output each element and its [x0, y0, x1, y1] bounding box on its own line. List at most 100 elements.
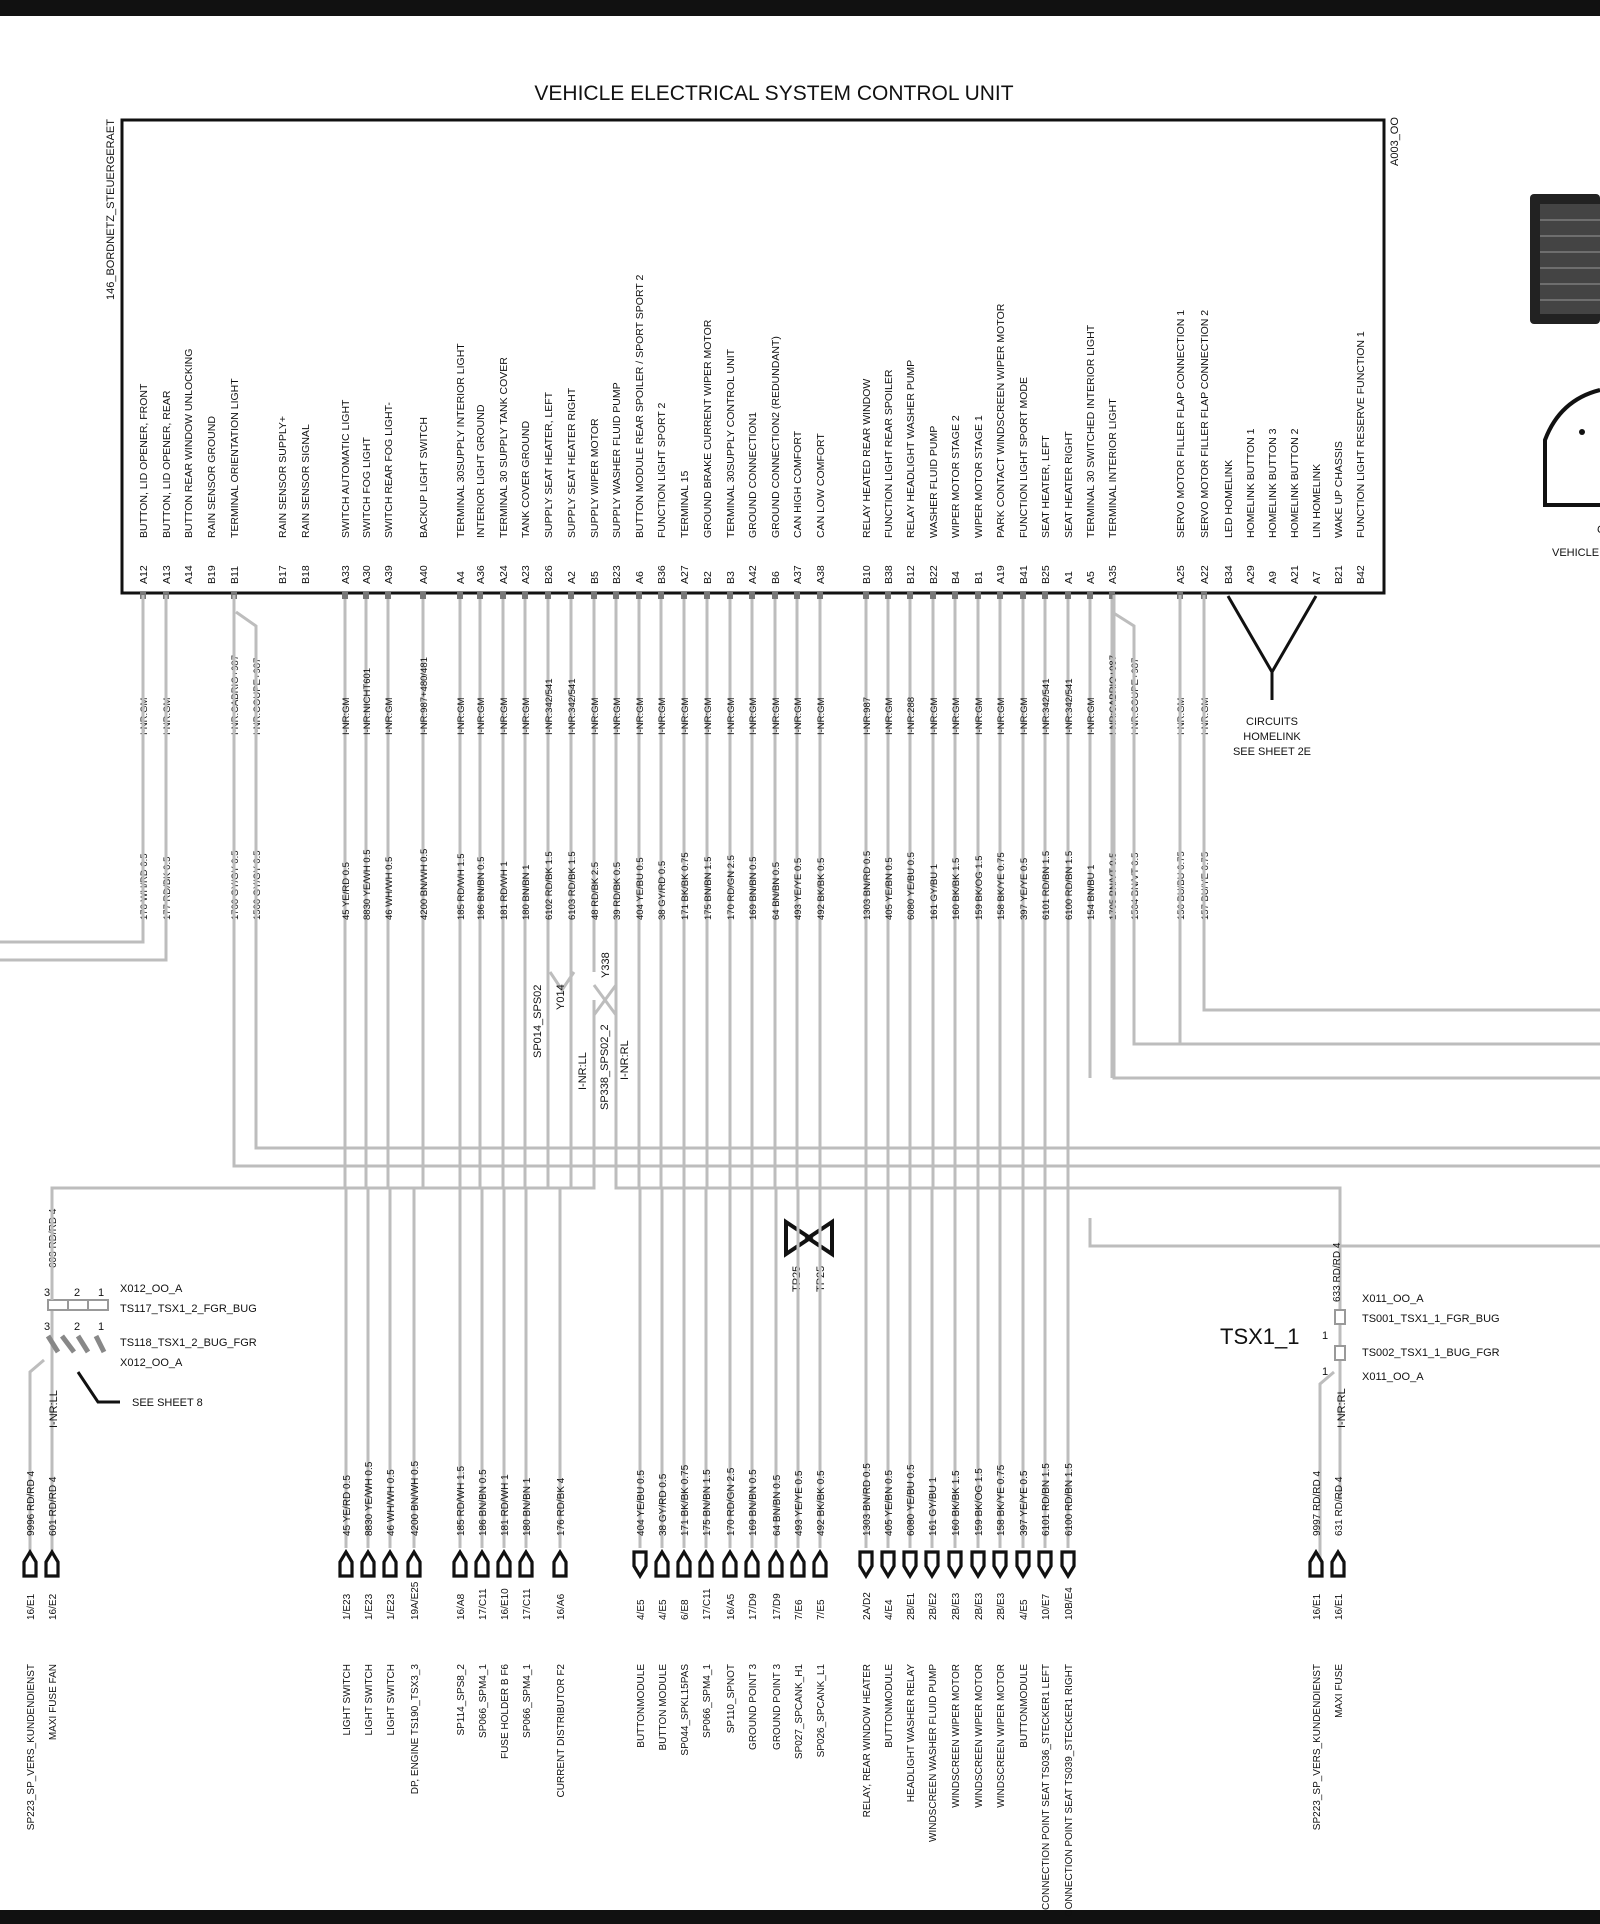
wire-nr-label: I-NR:GM	[476, 697, 487, 735]
terminal-wire-label: 45 YE/RD 0.5	[342, 1475, 353, 1536]
terminal-symbol	[496, 1548, 512, 1578]
terminal-symbol	[360, 1548, 376, 1578]
terminal-wire-label: 46 WH/WH 0.5	[386, 1469, 397, 1536]
terminal-symbol	[452, 1548, 468, 1578]
pin-id-label: A12	[138, 565, 150, 584]
terminal-wire-label: 171 BK/BK 0.75	[680, 1464, 691, 1536]
terminal-coordinate: 17/D9	[772, 1593, 783, 1620]
pin-id-label: B41	[1018, 565, 1030, 584]
terminal-coordinate: 10/E7	[1041, 1593, 1052, 1620]
pin-function-label: SEAT HEATER RIGHT	[1063, 431, 1075, 538]
pin-function-label: RELAY HEATED REAR WINDOW	[861, 379, 873, 538]
pin-function-label: SUPPLY WIPER MOTOR	[589, 418, 601, 538]
terminal-destination: CONNECTION POINT SEAT TS039_STECKER1 RIG…	[1064, 1664, 1075, 1917]
pin-function-label: TANK COVER GROUND	[520, 421, 532, 538]
terminal-wire-label: 9997 RD/RD 4	[1312, 1471, 1323, 1536]
wire-nr-label: I-NR:GM	[771, 697, 782, 735]
terminal-symbol	[1330, 1548, 1346, 1578]
wire-code-label: 6103 RD/BK 1.5	[567, 851, 578, 920]
splice-sp014-code: Y014	[555, 984, 567, 1010]
pin-id-label: B3	[725, 571, 737, 584]
terminal-destination: SP066_SPM4_1	[702, 1664, 713, 1738]
terminal-symbol	[924, 1550, 940, 1580]
pin-id-label: B2	[702, 571, 714, 584]
wire-nr-label: I-NR:GM	[929, 697, 940, 735]
right-connector-label-2: TS001_TSX1_1_FGR_BUG	[1362, 1313, 1500, 1325]
terminal-destination: WINDSCREEN WIPER MOTOR	[974, 1664, 985, 1808]
terminal-destination: CURRENT DISTRIBUTOR F2	[556, 1664, 567, 1798]
pin-id-label: B12	[905, 565, 917, 584]
terminal-wire-label: 64 BN/BN 0.5	[772, 1474, 783, 1536]
terminal-destination: CONNECTION POINT SEAT TS036_STECKER1 LEF…	[1041, 1664, 1052, 1910]
pin-function-label: RAIN SENSOR GROUND	[206, 416, 218, 538]
terminal-coordinate: 16/A5	[726, 1593, 737, 1620]
wire-nr-label: I-NR:987+480/481	[419, 657, 430, 735]
terminal-wire-label: 6100 RD/BN 1.5	[1064, 1463, 1075, 1536]
terminal-destination: SP044_SPKL15PAS	[680, 1664, 691, 1756]
splice-area: SP014_SPS02 Y014 I-NR:LL Y338 SP338_SPS0…	[532, 952, 631, 1110]
wire-nr-label: I-NR:GM	[456, 697, 467, 735]
pin-id-label: A40	[418, 565, 430, 584]
wire-nr-label: I-NR:GM	[748, 697, 759, 735]
pin-id-label: A22	[1199, 565, 1211, 584]
unit-id-label: 146_BORDNETZ_STEUERGERAET	[105, 119, 117, 300]
pin-function-label: GROUND CONNECTION2 (REDUNDANT)	[770, 336, 782, 538]
left-pin-3-top: 3	[44, 1287, 50, 1299]
wire-nr-label: I-NR:GM	[1086, 697, 1097, 735]
terminal-wire-label: 169 BN/BN 0.5	[748, 1469, 759, 1536]
pin-function-label: SERVO MOTOR FILLER FLAP CONNECTION 2	[1199, 310, 1211, 538]
pin-id-label: B23	[611, 565, 623, 584]
pin-id-label: A21	[1289, 565, 1301, 584]
wire-code-label: 6102 RD/BK 1.5	[544, 851, 555, 920]
pin-id-label: B21	[1333, 565, 1345, 584]
pin-function-label: SUPPLY SEAT HEATER RIGHT	[566, 387, 578, 538]
tp-marker: TP25 TP25	[784, 1218, 834, 1292]
pin-function-label: FUNCTION LIGHT SPORT 2	[656, 402, 668, 538]
pin-function-label: BUTTON, LID OPENER, REAR	[161, 390, 173, 538]
terminal-wire-label: 181 RD/WH 1	[500, 1474, 511, 1536]
terminal-wire-label: 493 YE/YE 0.5	[794, 1470, 805, 1536]
terminal-symbol	[812, 1548, 828, 1578]
pin-function-label: RAIN SENSOR SUPPLY+	[277, 416, 289, 538]
pin-id-label: A4	[455, 571, 467, 584]
wire-code-label: 8830 YE/WH 0.5	[362, 849, 373, 920]
left-connector-label-3: TS118_TSX1_2_BUG_FGR	[120, 1337, 257, 1349]
wire-nr-label: I-NR:342/541	[544, 678, 555, 735]
terminal-coordinate: 17/C11	[522, 1588, 533, 1620]
pin-A40: BACKUP LIGHT SWITCHA40I-NR:987+480/48142…	[418, 417, 430, 1188]
terminal-wire-label: 38 GY/RD 0.5	[658, 1473, 669, 1536]
pin-id-label: A5	[1085, 571, 1097, 584]
pin-id-label: B26	[543, 565, 555, 584]
splice-sp338-nr: I-NR:RL	[619, 1040, 631, 1080]
terminal-coordinate: 16/E1	[1312, 1593, 1323, 1620]
terminal-coordinate: 16/A6	[556, 1593, 567, 1620]
terminal-symbol	[1015, 1550, 1031, 1580]
terminal-symbol	[768, 1548, 784, 1578]
terminal-destination: BUTTONMODULE	[636, 1664, 647, 1748]
pin-A9: HOMELINK BUTTON 3A9	[1267, 428, 1279, 584]
wire-nr-label: I-NR:GM	[612, 697, 623, 735]
terminal-symbol	[722, 1548, 738, 1578]
terminal-coordinate: 2B/E3	[974, 1592, 985, 1620]
terminal-symbol	[880, 1550, 896, 1580]
terminal-destination: MAXI FUSE	[1334, 1664, 1345, 1718]
pin-id-label: A38	[815, 565, 827, 584]
